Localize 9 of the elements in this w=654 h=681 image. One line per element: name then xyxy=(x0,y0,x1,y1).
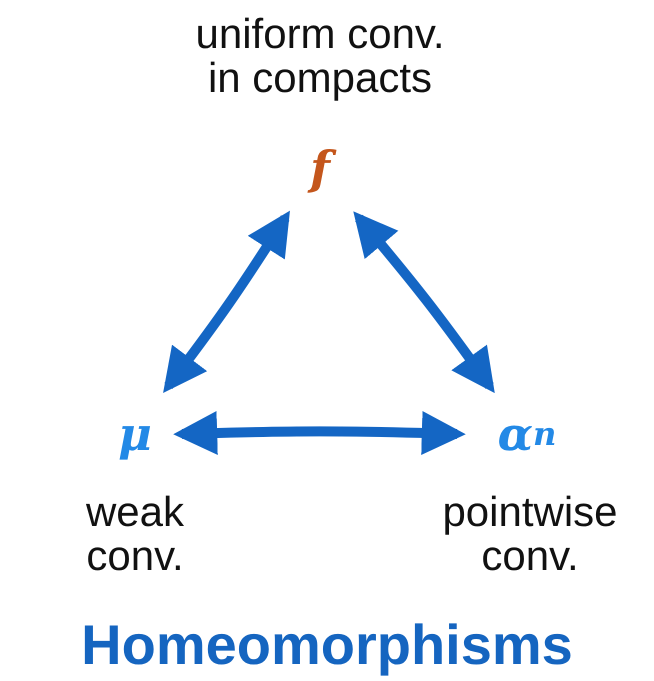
double-arrow xyxy=(353,211,495,394)
double-arrow xyxy=(163,210,290,394)
node-caption: uniform conv. in compacts xyxy=(194,12,446,100)
math-symbol: f xyxy=(298,140,342,196)
double-arrow xyxy=(173,410,466,455)
node-caption: weak conv. xyxy=(84,490,186,578)
math-symbol: μ xyxy=(110,408,160,460)
title: Homeomorphisms xyxy=(80,612,574,677)
node-caption: pointwise conv. xyxy=(441,490,619,578)
